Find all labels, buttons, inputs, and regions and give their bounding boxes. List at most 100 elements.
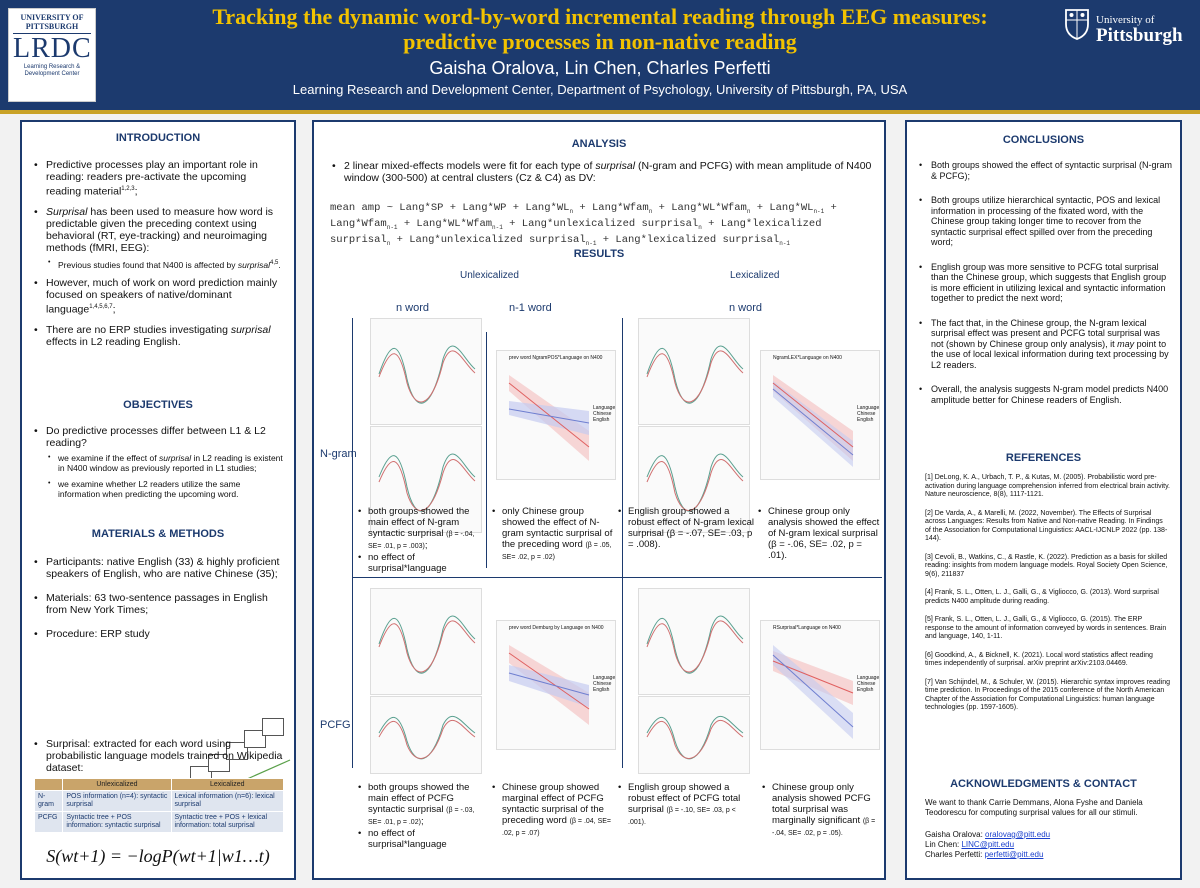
note-text: both groups showed the main effect of PC… xyxy=(368,782,470,815)
table-header-1: Unlexicalized xyxy=(62,778,172,791)
col-unlexicalized: Unlexicalized xyxy=(460,270,519,281)
note-stats: (β = -.04, SE= .02, p = .05). xyxy=(772,818,876,837)
lrdc-logo-univ: UNIVERSITY OF PITTSBURGH xyxy=(20,13,84,31)
interaction-lines xyxy=(508,645,590,725)
grid-line xyxy=(486,332,487,568)
objectives-sub-2: we examine whether L2 readers utilize th… xyxy=(32,479,284,499)
pitt-logo-name: Pittsburgh xyxy=(1096,25,1183,46)
methods-title: MATERIALS & METHODS xyxy=(91,528,225,540)
obj-s1b: in L2 reading is existent in N400 window… xyxy=(58,453,283,473)
contact-email-link[interactable]: LINC@pitt.edu xyxy=(961,840,1015,849)
legend-a: Chinese xyxy=(593,411,612,417)
intro-b4-end: effects in L2 reading English. xyxy=(46,335,181,348)
conclusion-5: Overall, the analysis suggests N-gram mo… xyxy=(917,384,1172,405)
ml1d-sub: n-1 xyxy=(813,208,825,216)
table-row: PCFG Syntactic tree + POS information: s… xyxy=(33,811,285,833)
legend-b: English xyxy=(593,687,610,693)
trial-box-8 xyxy=(262,718,284,736)
contact-2: Lin Chen: LINC@pitt.edu xyxy=(925,840,1170,850)
analysis-b1b: (N-gram and PCFG) with mean amplitude of… xyxy=(344,160,872,184)
note-text: both groups showed the main effect of N-… xyxy=(368,506,470,539)
ml3b-sub: n-1 xyxy=(585,240,597,248)
intro-b1-text: Predictive processes play an important r… xyxy=(46,159,258,198)
reference-4: [4] Frank, S. L., Otten, L. J., Galli, G… xyxy=(925,589,1159,605)
conclusions-list: Both groups showed the effect of syntact… xyxy=(917,160,1172,405)
ml1-sub: n xyxy=(569,208,574,216)
table-cell: PCFG xyxy=(33,811,64,833)
erp-waveform xyxy=(378,345,476,404)
legend-title: Language xyxy=(857,675,880,681)
interaction-plot: prev word Demburg by Language on N400 La… xyxy=(496,620,616,750)
ml2c-sub: n xyxy=(698,224,702,232)
table-cell: Syntactic tree + POS information: syntac… xyxy=(62,811,172,833)
ml3b: + Lang*unlexicalized surprisal xyxy=(390,234,586,247)
ngram-unlex-n-note: both groups showed the main effect of N-… xyxy=(358,506,480,574)
intro-list: Predictive processes play an important r… xyxy=(32,159,284,348)
pcfg-lex-note-a: English group showed a robust effect of … xyxy=(618,782,754,828)
grid-line xyxy=(352,577,882,578)
conclusion-1: Both groups showed the effect of syntact… xyxy=(917,160,1172,181)
note-text: only Chinese group showed the effect of … xyxy=(502,506,613,550)
ml1b: + Lang*Wfam xyxy=(573,202,649,214)
contact-3: Charles Perfetti: perfetti@pitt.edu xyxy=(925,850,1170,860)
erp-waveform xyxy=(646,345,744,404)
table-cell: N-gram xyxy=(33,790,64,812)
erp-plot xyxy=(370,318,482,425)
ngram-unlex-n1-note: only Chinese group showed the effect of … xyxy=(492,506,618,563)
row-ngram: N-gram xyxy=(320,448,357,460)
intro-bullet-3: However, much of work on word prediction… xyxy=(32,277,284,316)
legend-b: English xyxy=(593,417,610,423)
reference-7: [7] Van Schijndel, M., & Schuler, W. (20… xyxy=(925,678,1170,712)
reference-3: [3] Cevoli, B., Watkins, C., & Rastle, K… xyxy=(925,553,1168,578)
legend-a: Chinese xyxy=(593,681,612,687)
objectives-list: Do predictive processes differ between L… xyxy=(32,425,284,499)
erp-waveform xyxy=(378,615,476,674)
legend-a: Chinese xyxy=(857,411,876,417)
note-stats: (β = -.10, SE= .03, p < .001). xyxy=(628,807,736,826)
model-line-1: mean amp ~ Lang*SP + Lang*WP + Lang*WLn … xyxy=(330,202,878,218)
contact-email-link[interactable]: perfetti@pitt.edu xyxy=(984,850,1044,859)
objectives-bullet-1: Do predictive processes differ between L… xyxy=(32,425,284,449)
ml3: surprisal xyxy=(330,234,387,247)
conclusion-4: The fact that, in the Chinese group, the… xyxy=(917,318,1172,371)
table-cell: POS information (n=4): syntactic surpris… xyxy=(62,790,172,812)
ack-text: We want to thank Carrie Demmans, Alona F… xyxy=(925,798,1143,817)
conclusions-title: CONCLUSIONS xyxy=(1002,134,1085,146)
ngram-lex-note-b: Chinese group only analysis showed the e… xyxy=(758,506,882,561)
note-stats: (β = -.04, SE= .01, p = .003) xyxy=(368,531,475,550)
legend-title: Language xyxy=(857,405,880,411)
intro-b4-text: There are no ERP studies investigating xyxy=(46,323,228,336)
note-bullet: only Chinese group showed the effect of … xyxy=(492,506,618,563)
ml2d: + Lang*lexicalized xyxy=(701,218,822,231)
title-line-1: Tracking the dynamic word-by-word increm… xyxy=(212,4,988,29)
methods-bullet-1: Participants: native English (33) & high… xyxy=(32,556,284,580)
affiliation: Learning Research and Development Center… xyxy=(292,82,908,97)
analysis-b1-em: surprisal xyxy=(595,160,636,172)
obj-s1-em: surprisal xyxy=(158,453,192,463)
analysis-list: 2 linear mixed-effects models were fit f… xyxy=(330,160,875,184)
contact-email-link[interactable]: oralovag@pitt.edu xyxy=(985,830,1051,839)
erp-waveform xyxy=(646,615,744,674)
note-bullet: English group showed a robust effect of … xyxy=(618,506,758,550)
erp-plot xyxy=(370,696,482,774)
ml1d: + Lang*WL xyxy=(750,202,814,214)
conclusion-3: English group was more sensitive to PCFG… xyxy=(917,262,1172,304)
note-end: ; xyxy=(424,540,428,551)
erp-plot xyxy=(370,588,482,695)
table-cell: Lexical information (n=6): lexical surpr… xyxy=(170,790,285,812)
objectives-title: OBJECTIVES xyxy=(123,399,193,411)
references-title: REFERENCES xyxy=(1005,452,1082,464)
ml2: Lang*Wfam xyxy=(330,218,387,231)
intro-bullet-1: Predictive processes play an important r… xyxy=(32,159,284,198)
ml1e: + xyxy=(824,202,837,214)
ngram-lex-note-a: English group showed a robust effect of … xyxy=(618,506,758,550)
table-header-2: Lexicalized xyxy=(170,778,285,791)
methods-bullet-4: Surprisal: extracted for each word using… xyxy=(32,738,284,774)
note-stats: (β = .04, SE= .02, p = .07) xyxy=(502,818,611,837)
intro-b2-sub-sup: 4,5 xyxy=(270,259,279,266)
contact-name: Charles Perfetti: xyxy=(925,850,983,859)
pcfg-unlex-n1-note: Chinese group showed marginal effect of … xyxy=(492,782,618,839)
note-text: Chinese group showed marginal effect of … xyxy=(502,782,604,826)
